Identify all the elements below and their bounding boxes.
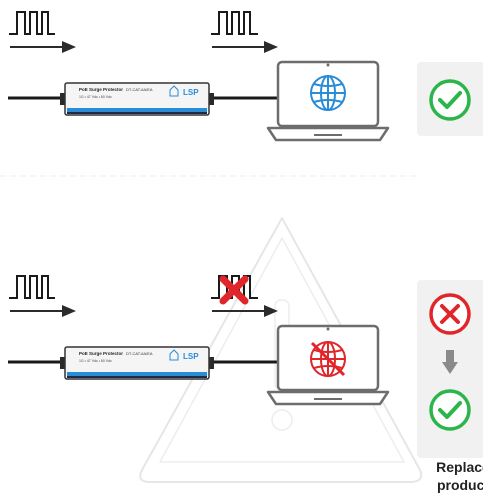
arrow-right-icon: [10, 305, 76, 317]
device-title: PoE Surge Protector: [79, 351, 124, 356]
arrow-right-icon: [212, 41, 278, 53]
lsp-logo-icon: [169, 349, 179, 361]
x-circle-icon: [429, 293, 471, 335]
arrow-right-icon: [212, 305, 278, 317]
device-spec: 1G • 47 Vdc • 60 Vdc: [79, 359, 112, 363]
pulse-signal-icon: [9, 11, 55, 35]
checkmark-circle-icon: [429, 389, 471, 431]
globe-icon: [310, 75, 346, 111]
laptop-icon: [266, 60, 390, 142]
device-title: PoE Surge Protector: [79, 87, 124, 92]
device-spec: 1G • 47 Vdc • 60 Vdc: [79, 95, 112, 99]
pulse-signal-icon: [211, 11, 258, 35]
device-brand: LSP: [183, 352, 199, 361]
checkmark-circle-icon: [429, 79, 471, 121]
caption-line-1: Replace: [436, 459, 483, 475]
caption-line-2: product: [436, 477, 483, 493]
device-model: DT-CAT-6A/EA: [126, 87, 153, 92]
lsp-logo-icon: [169, 85, 179, 97]
pulse-signal-icon: [9, 275, 55, 299]
arrow-down-icon: [442, 350, 458, 374]
replace-product-caption: Replace product: [418, 458, 483, 494]
surge-protector-device: [60, 346, 214, 380]
surge-protector-device: [60, 82, 214, 116]
globe-disabled-icon: [310, 341, 346, 377]
x-mark-icon: [219, 275, 249, 305]
device-brand: LSP: [183, 88, 199, 97]
arrow-right-icon: [10, 41, 76, 53]
device-model: DT-CAT-6A/EA: [126, 351, 153, 356]
pulse-signal-icon: [211, 275, 258, 299]
laptop-icon: [266, 324, 390, 406]
